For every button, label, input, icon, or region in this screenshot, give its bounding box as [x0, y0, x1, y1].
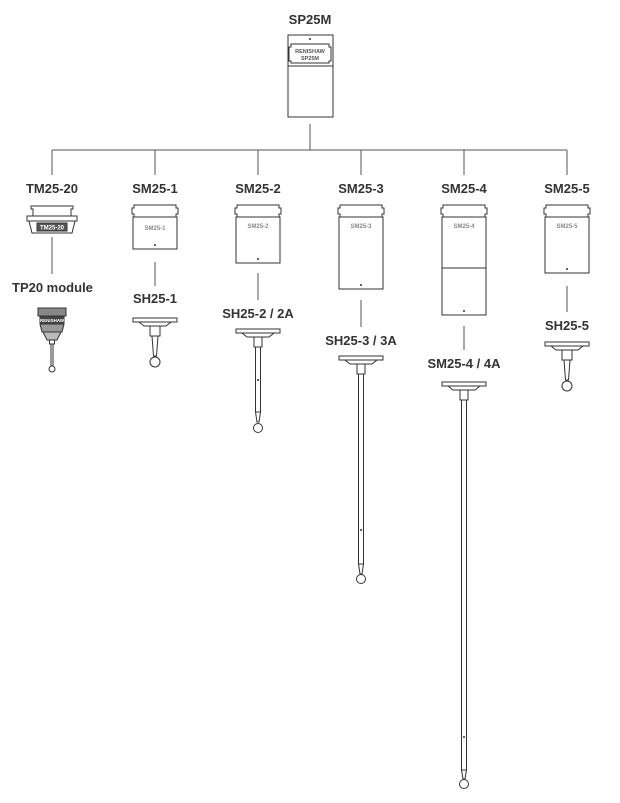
stylus-label-tp20-module: TP20 module	[12, 280, 93, 295]
module-label-sm25-3: SM25-3	[338, 181, 384, 196]
sp25m-plate-text-2: SP25M	[301, 56, 319, 62]
sm25-1-module-icon: SM25-1	[131, 204, 179, 250]
module-label-sm25-2: SM25-2	[235, 181, 281, 196]
connector-tree	[51, 124, 568, 350]
sm25-4a-stylus-icon	[441, 381, 487, 789]
module-label-sm25-4: SM25-4	[441, 181, 487, 196]
sh25-5-stylus-icon	[544, 341, 590, 392]
root-label: SP25M	[288, 12, 332, 27]
sp25m-probe-body: RENISHAW SP25M	[287, 34, 334, 118]
tm25-20-module-text: TM25-20	[40, 226, 65, 232]
tm25-20-module-icon: TM25-20	[26, 205, 78, 234]
stylus-label-sh25-1: SH25-1	[132, 291, 178, 306]
sh25-3-stylus-icon	[338, 355, 384, 584]
stylus-label-sh25-2: SH25-2 / 2A	[222, 306, 294, 321]
sm25-2-module-text: SM25-2	[247, 224, 269, 230]
sm25-2-module-icon: SM25-2	[234, 204, 282, 264]
tp20-probe-icon: RENISHAW	[37, 307, 67, 373]
sh25-1-stylus-icon	[132, 317, 178, 368]
sm25-5-module-text: SM25-5	[556, 224, 578, 230]
sm25-4-module-icon: SM25-4	[440, 204, 488, 316]
sp25m-plate-text-1: RENISHAW	[295, 49, 325, 55]
stylus-label-sh25-5: SH25-5	[544, 318, 590, 333]
stylus-label-sh25-3: SH25-3 / 3A	[325, 333, 397, 348]
tp20-probe-text: RENISHAW	[40, 318, 65, 323]
module-label-sm25-1: SM25-1	[132, 181, 178, 196]
sm25-3-module-icon: SM25-3	[337, 204, 385, 290]
sm25-5-module-icon: SM25-5	[543, 204, 591, 274]
sm25-1-module-text: SM25-1	[144, 226, 166, 232]
sm25-4-module-text: SM25-4	[453, 224, 475, 230]
sm25-3-module-text: SM25-3	[350, 224, 372, 230]
module-label-sm25-5: SM25-5	[544, 181, 590, 196]
sh25-2-stylus-icon	[235, 328, 281, 433]
module-label-tm25-20: TM25-20	[25, 181, 79, 196]
stylus-label-sm25-4: SM25-4 / 4A	[427, 356, 501, 371]
